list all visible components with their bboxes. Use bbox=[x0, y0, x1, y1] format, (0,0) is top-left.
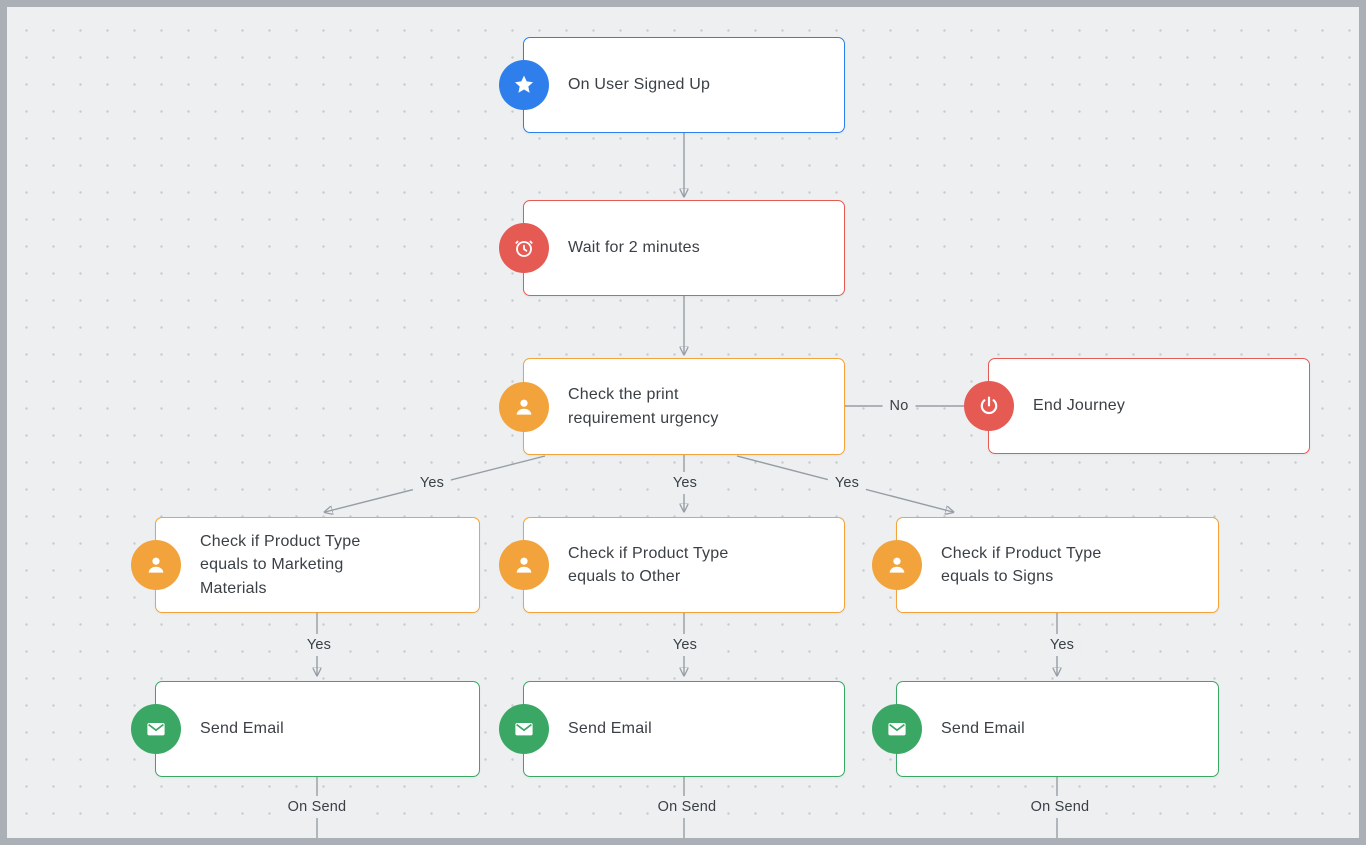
edge-label-no: No bbox=[882, 395, 916, 417]
edge-label-on-send-1: On Send bbox=[280, 796, 354, 818]
node-label: Check if Product Type equals to Other bbox=[568, 544, 729, 585]
node-label: Check the print requirement urgency bbox=[568, 386, 719, 427]
node-send-email-3[interactable]: Send Email bbox=[872, 681, 1219, 777]
node-label: Send Email bbox=[568, 720, 652, 738]
edge-label-yes-branch-left: Yes bbox=[412, 472, 452, 494]
edge-label-yes-marketing: Yes bbox=[299, 634, 339, 656]
edge-label-yes-signs: Yes bbox=[1042, 634, 1082, 656]
node-check-product-other[interactable]: Check if Product Type equals to Other bbox=[499, 517, 845, 613]
node-check-print-urgency[interactable]: Check the print requirement urgency bbox=[499, 358, 845, 455]
node-label: Send Email bbox=[200, 720, 284, 738]
journey-canvas[interactable]: On User Signed Up Wait for 2 minutes Che… bbox=[7, 7, 1359, 838]
edge-label-on-send-3: On Send bbox=[1023, 796, 1097, 818]
star-icon bbox=[499, 60, 549, 110]
user-icon bbox=[499, 381, 549, 432]
node-on-user-signed-up[interactable]: On User Signed Up bbox=[499, 37, 845, 133]
power-icon bbox=[964, 381, 1014, 431]
node-wait-2-minutes[interactable]: Wait for 2 minutes bbox=[499, 200, 845, 296]
node-label: Check if Product Type equals to Marketin… bbox=[200, 533, 361, 597]
node-label: End Journey bbox=[1033, 397, 1126, 415]
email-icon bbox=[499, 704, 549, 754]
node-label: Send Email bbox=[941, 720, 1025, 738]
email-icon bbox=[872, 704, 922, 754]
clock-icon bbox=[499, 223, 549, 273]
edge-label-yes-other: Yes bbox=[665, 634, 705, 656]
node-label: Wait for 2 minutes bbox=[568, 239, 700, 257]
user-icon bbox=[131, 540, 181, 590]
user-icon bbox=[872, 540, 922, 590]
node-label: Check if Product Type equals to Signs bbox=[941, 544, 1102, 585]
node-end-journey[interactable]: End Journey bbox=[964, 358, 1310, 454]
node-send-email-2[interactable]: Send Email bbox=[499, 681, 845, 777]
edge-label-on-send-2: On Send bbox=[650, 796, 724, 818]
node-check-product-signs[interactable]: Check if Product Type equals to Signs bbox=[872, 517, 1219, 613]
edge-label-yes-branch-mid: Yes bbox=[665, 472, 705, 494]
node-send-email-1[interactable]: Send Email bbox=[131, 681, 480, 777]
user-icon bbox=[499, 540, 549, 590]
email-icon bbox=[131, 704, 181, 754]
edge-label-yes-branch-right: Yes bbox=[827, 472, 867, 494]
node-check-product-marketing-materials[interactable]: Check if Product Type equals to Marketin… bbox=[131, 517, 480, 613]
node-label: On User Signed Up bbox=[568, 76, 711, 94]
